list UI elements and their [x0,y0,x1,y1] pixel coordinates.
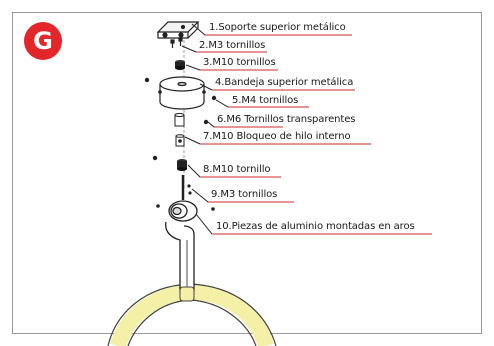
top-bracket [156,21,200,39]
m3-screws-top [170,37,183,48]
label-part-2: 2.M3 tornillos [199,40,266,51]
diagram-frame [12,12,482,334]
thread-lock [175,134,185,147]
leader-lines [181,23,432,235]
label-part-7: 7.M10 Bloqueo de hilo interno [203,131,351,142]
label-part-4: 4.Bandeja superior metálica [215,77,354,88]
label-part-1: 1.Soporte superior metálico [209,22,346,33]
label-part-6: 6.M6 Tornillos transparentes [217,114,356,125]
aluminium-ring-mount [165,200,198,291]
top-tray [158,76,206,110]
label-part-3: 3.M10 tornillos [203,57,276,68]
label-part-8: 8.M10 tornillo [203,164,271,175]
m10-screw-top [175,60,185,70]
label-part-10: 10.Piezas de aluminio montadas en aros [216,221,415,232]
label-part-9: 9.M3 tornillos [211,189,278,200]
label-part-5: 5.M4 tornillos [232,95,299,106]
transparent-screw [174,113,185,127]
step-badge: G [24,22,62,60]
m10-screw [177,159,187,171]
